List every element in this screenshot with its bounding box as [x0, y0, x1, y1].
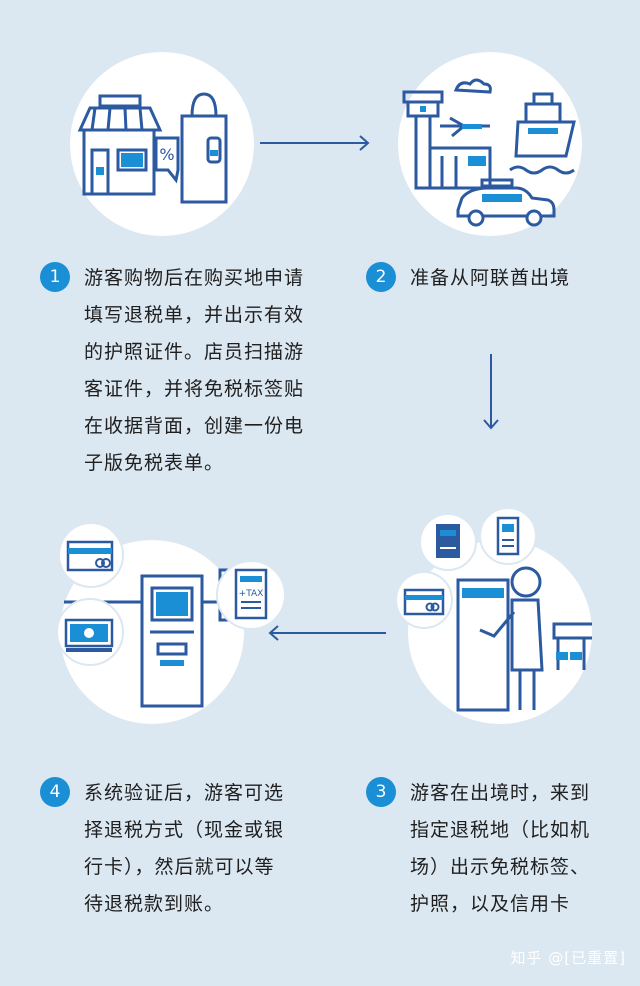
step-description: 游客购物后在购买地申请 填写退税单，并出示有效 的护照证件。店员扫描游 客证件，… — [84, 267, 305, 474]
step-description: 系统验证后，游客可选 择退税方式（现金或银 行卡），然后就可以等 待退税款到账。 — [84, 782, 285, 915]
step-number-badge: 3 — [366, 777, 396, 807]
percent-tag-text: % — [159, 145, 174, 164]
counter-illustration — [408, 540, 592, 724]
watermark: 知乎 @[已重置] — [510, 949, 626, 967]
step-description: 准备从阿联酋出境 — [410, 267, 571, 289]
step-description: 游客在出境时，来到 指定退税地（比如机 场）出示免税标签、 护照，以及信用卡 — [410, 782, 591, 915]
travel-illustration — [398, 52, 582, 236]
card-bubble-icon — [58, 522, 124, 588]
card-bubble-icon-2 — [395, 571, 453, 629]
airport-ship-car-icon — [402, 78, 576, 227]
step-number-badge: 4 — [40, 777, 70, 807]
tax-receipt-bubble-icon: +TAX — [216, 560, 286, 630]
shop-icon: % — [77, 92, 228, 204]
tax-receipt-text: +TAX — [239, 589, 264, 599]
arrow-right-icon — [260, 135, 370, 151]
arrow-left-icon — [268, 625, 386, 641]
step-number-badge: 2 — [366, 262, 396, 292]
cash-bubble-icon — [56, 598, 124, 666]
tag-bubble-icon — [479, 507, 537, 565]
arrow-down-icon — [483, 354, 499, 430]
shop-illustration: % — [70, 52, 254, 236]
traveller-counter-icon — [456, 566, 592, 712]
step-number-badge: 1 — [40, 262, 70, 292]
passport-bubble-icon — [419, 513, 477, 571]
